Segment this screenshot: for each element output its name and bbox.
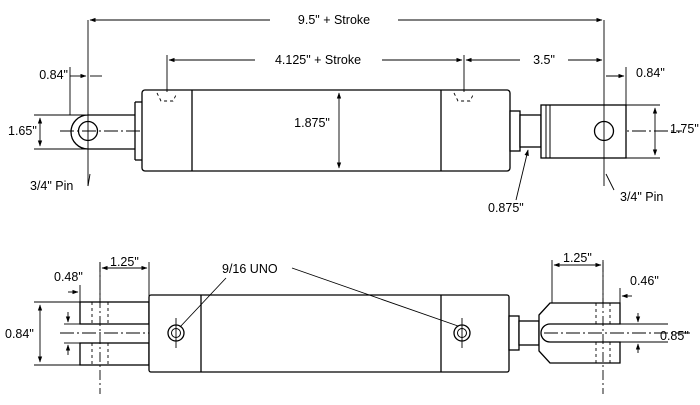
- clevis-height-label: 1.65": [8, 124, 37, 138]
- bore-diameter-label: 1.875": [294, 116, 330, 130]
- bottom-right-gap-label: 0.85": [660, 329, 689, 343]
- port-leader-left: [179, 277, 227, 328]
- bottom-left-gap-label: 0.84": [5, 327, 34, 341]
- clevis-offset-left-label: 0.84": [39, 68, 68, 82]
- bottom-left-tang-upper: [79, 301, 150, 325]
- top-rod-seal: [509, 110, 521, 152]
- body-length-label: 4.125" + Stroke: [275, 53, 361, 67]
- rod-end-height-label: 1.75": [670, 122, 699, 136]
- bottom-left-tang-lower: [79, 342, 150, 366]
- bottom-cylinder-barrel: [148, 294, 510, 373]
- top-port-right: [453, 92, 475, 102]
- rod-diameter-leader: [515, 149, 529, 201]
- bottom-piston-rod: [518, 320, 540, 346]
- bottom-left-top-label: 0.48": [54, 270, 83, 284]
- port-spec-label: 9/16 UNO: [222, 262, 278, 276]
- top-rod-end-shoulder: [545, 104, 551, 159]
- pin-left-leader: [87, 173, 91, 187]
- bottom-view: 9/16 UNO 1.25" 1.25" 0.48": [5, 251, 690, 394]
- bottom-left-spacing-label: 1.25": [110, 255, 139, 269]
- bottom-rod-clevis: [538, 302, 621, 364]
- port-leader-right: [291, 267, 459, 327]
- top-cylinder-barrel: [141, 89, 511, 172]
- bottom-rod-seal: [508, 315, 520, 351]
- top-view: 1.875" 9.5" + Stroke 4.125" + Stroke 3.5…: [8, 13, 699, 215]
- bottom-right-top-label: 0.46": [630, 274, 659, 288]
- pin-right-label: 3/4" Pin: [620, 190, 663, 204]
- overall-length-label: 9.5" + Stroke: [298, 13, 370, 27]
- pin-right-leader: [605, 173, 615, 191]
- top-port-left: [156, 92, 178, 102]
- top-left-clevis-eye: [70, 114, 135, 150]
- top-rod-end: [540, 104, 627, 159]
- top-piston-rod: [519, 114, 542, 148]
- bottom-right-spacing-label: 1.25": [563, 251, 592, 265]
- rod-end-length-label: 3.5": [533, 53, 555, 67]
- rod-diameter-label: 0.875": [488, 201, 524, 215]
- pin-left-label: 3/4" Pin: [30, 179, 73, 193]
- clevis-offset-right-label: 0.84": [636, 66, 665, 80]
